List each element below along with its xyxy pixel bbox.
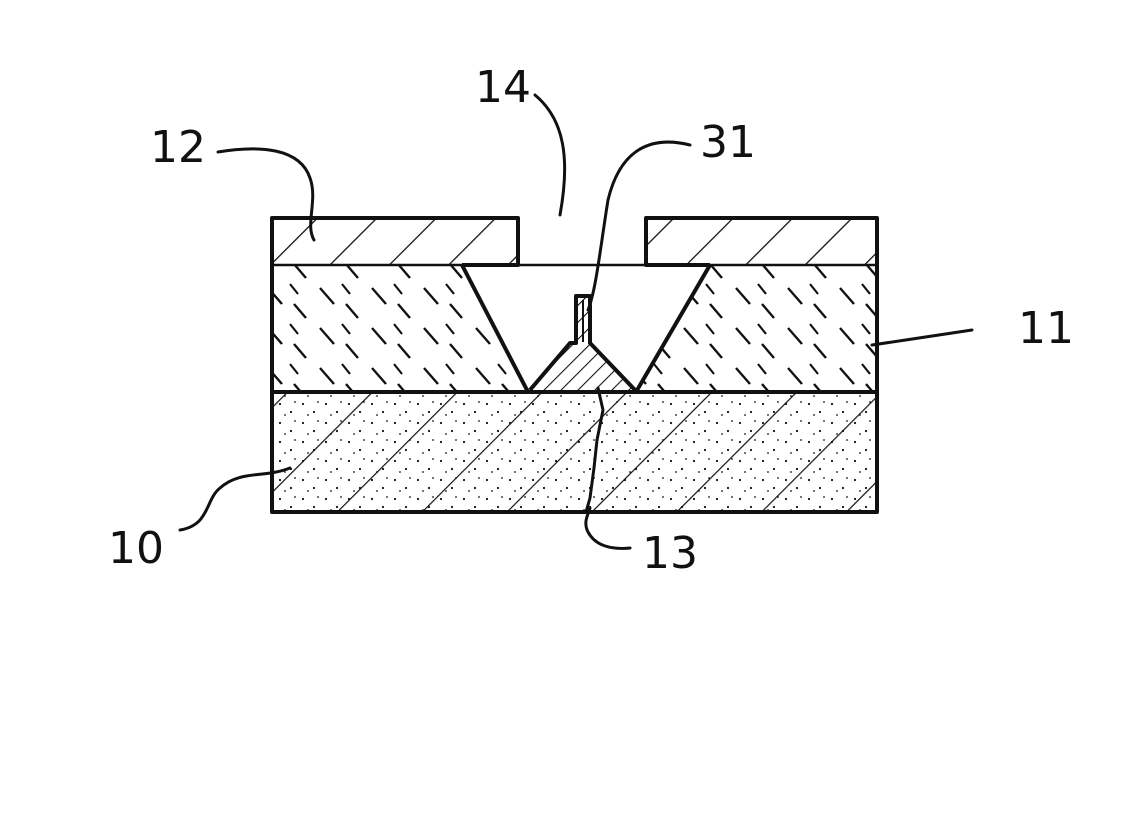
substrate-layer [272, 392, 877, 512]
label-11: 11 [1018, 303, 1074, 354]
top-layer [272, 218, 877, 265]
leader-11 [872, 330, 972, 345]
tip-structure [530, 296, 635, 390]
label-12: 12 [150, 122, 206, 173]
label-10: 10 [108, 523, 164, 574]
label-14: 14 [475, 62, 531, 113]
leader-13 [586, 508, 630, 548]
leader-14 [535, 95, 565, 215]
label-31: 31 [700, 117, 756, 168]
label-13: 13 [642, 528, 698, 579]
